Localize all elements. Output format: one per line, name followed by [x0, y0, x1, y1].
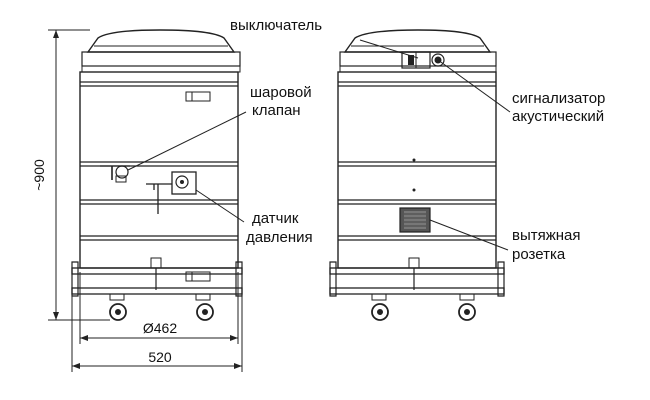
callout-pressure-sensor: датчик давления	[195, 189, 313, 246]
right-wheel-2	[458, 293, 476, 321]
ball-valve	[100, 165, 130, 183]
exhaust-socket-label-2: розетка	[512, 246, 566, 263]
dimension-height: ~900	[31, 29, 110, 321]
pressure-sensor-label-1: датчик	[252, 210, 299, 227]
dimension-width: 520	[71, 296, 243, 372]
switch-label: выключатель	[230, 17, 322, 34]
alarm-label-1: сигнализатор	[512, 90, 605, 107]
exhaust-socket-label-1: вытяжная	[512, 227, 581, 244]
pressure-sensor-label-2: давления	[246, 229, 313, 246]
dimension-diameter: Ø462	[79, 272, 239, 344]
right-wheel-1	[371, 293, 389, 321]
left-wheel-1	[109, 293, 127, 321]
left-unit	[71, 29, 243, 321]
left-clip-bottom	[185, 271, 211, 282]
pressure-sensor	[146, 171, 197, 214]
callout-switch: выключатель	[230, 17, 419, 59]
left-clip-top	[185, 91, 211, 102]
callout-ball-valve: шаровой клапан	[127, 84, 312, 171]
right-lid	[343, 29, 492, 53]
right-unit	[329, 29, 505, 321]
left-lid	[86, 29, 236, 53]
left-body	[79, 71, 239, 269]
ball-valve-label-2: клапан	[252, 102, 301, 119]
right-body	[337, 71, 497, 269]
width-label: 520	[148, 349, 172, 365]
alarm-label-2: акустический	[512, 108, 604, 125]
left-wheel-2	[195, 293, 214, 321]
ball-valve-label-1: шаровой	[250, 84, 312, 101]
callout-alarm: сигнализатор акустический	[437, 59, 605, 125]
switch	[401, 51, 431, 69]
callout-exhaust-socket: вытяжная розетка	[429, 219, 581, 263]
exhaust-socket	[399, 207, 431, 233]
diameter-label: Ø462	[143, 320, 177, 336]
height-label: ~900	[31, 159, 47, 191]
